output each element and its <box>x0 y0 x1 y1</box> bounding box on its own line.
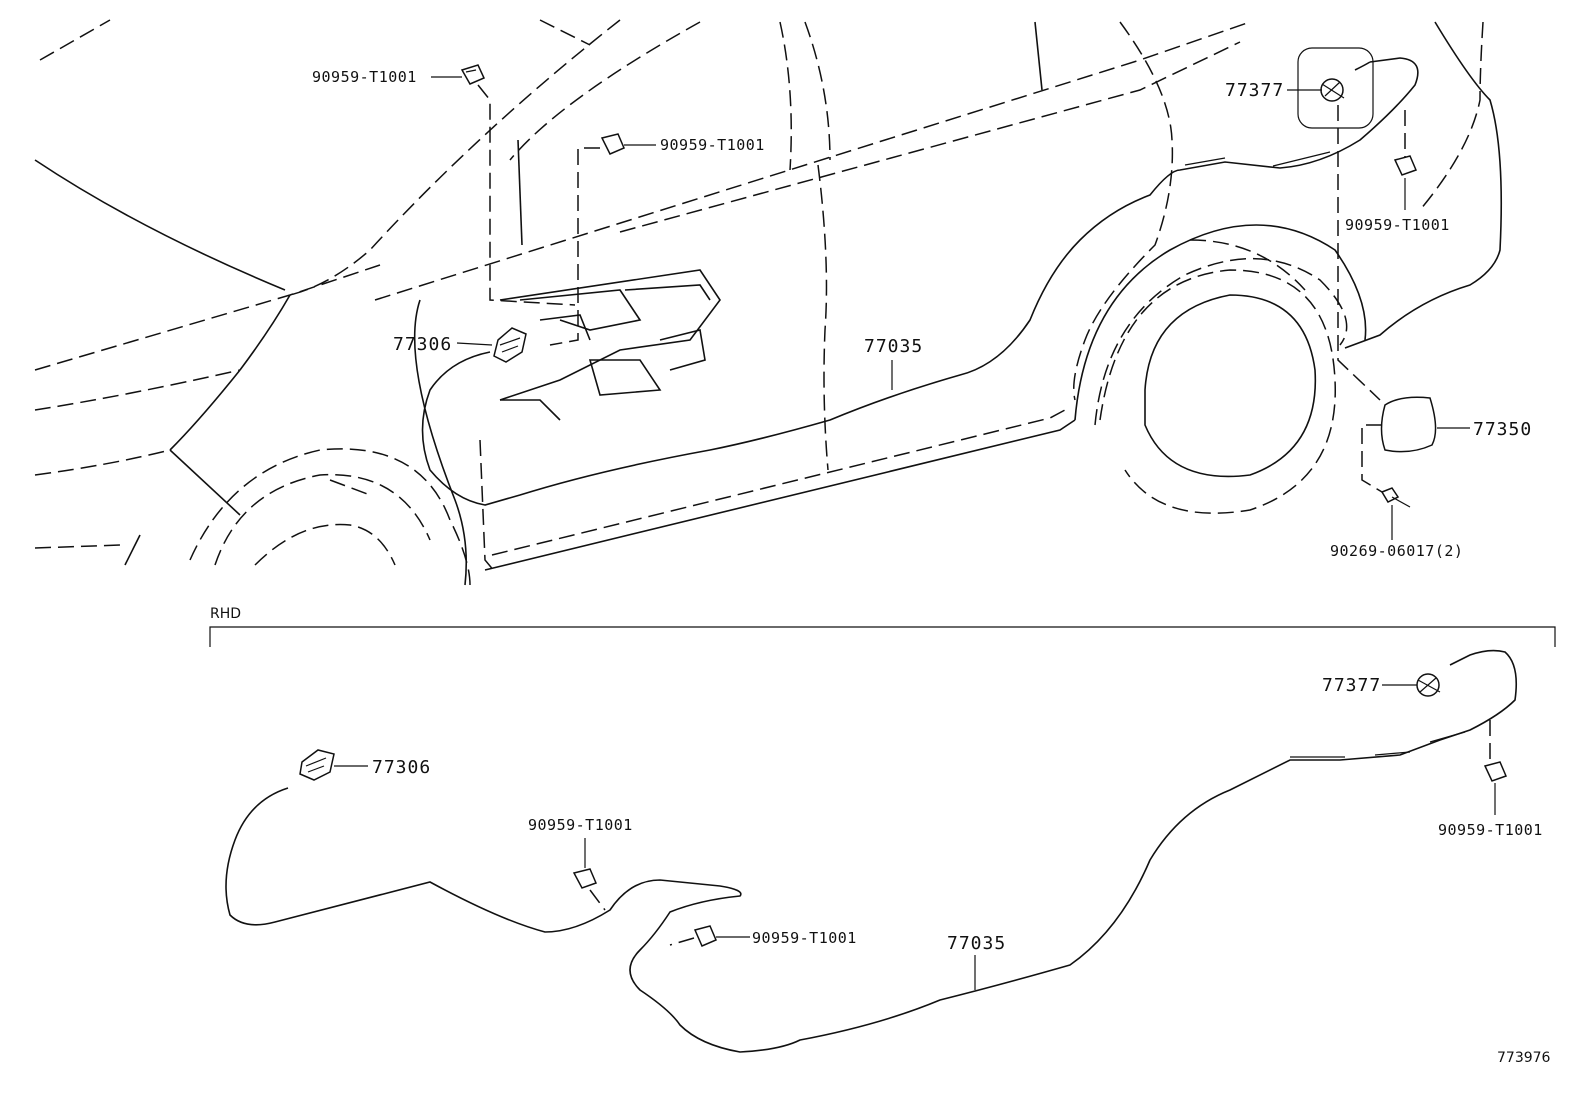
label-cable-top: 77035 <box>864 336 923 357</box>
opener-frame <box>1297 47 1374 129</box>
opener-icon <box>1320 78 1345 102</box>
label-clip-bottom-3: 90959-T1001 <box>1438 821 1543 839</box>
clip-icon <box>1483 761 1508 782</box>
lever-icon <box>299 749 335 781</box>
screw-icon <box>1380 487 1411 508</box>
label-clip-bottom-1: 90959-T1001 <box>528 816 633 834</box>
label-opener-top: 77377 <box>1225 80 1284 101</box>
label-opener-bottom: 77377 <box>1322 675 1381 696</box>
clip-icon <box>600 133 625 155</box>
diagram-id: 773976 <box>1497 1050 1551 1066</box>
clip-icon <box>693 925 717 947</box>
label-lever-top: 77306 <box>393 334 452 355</box>
label-screw-top: 90269-06017(2) <box>1330 542 1463 560</box>
clip-icon <box>572 868 598 889</box>
label-clip-top-3: 90959-T1001 <box>1345 216 1450 234</box>
section-label-rhd: RHD <box>210 606 241 622</box>
label-clip-top-1: 90959-T1001 <box>312 68 417 86</box>
clip-icon <box>1393 155 1418 176</box>
label-clip-bottom-2: 90959-T1001 <box>752 929 857 947</box>
cable-bottom <box>225 649 1518 1053</box>
lever-icon <box>493 327 527 363</box>
clip-icon <box>460 64 486 85</box>
vehicle-outline <box>34 19 1503 586</box>
label-clip-top-2: 90959-T1001 <box>660 136 765 154</box>
fuel-lid-icon <box>1380 396 1437 453</box>
opener-icon <box>1416 673 1441 697</box>
cable-top <box>421 57 1419 506</box>
label-cable-bottom: 77035 <box>947 933 1006 954</box>
label-lever-bottom: 77306 <box>372 757 431 778</box>
section-bracket <box>209 626 1556 647</box>
label-lid-top: 77350 <box>1473 419 1532 440</box>
